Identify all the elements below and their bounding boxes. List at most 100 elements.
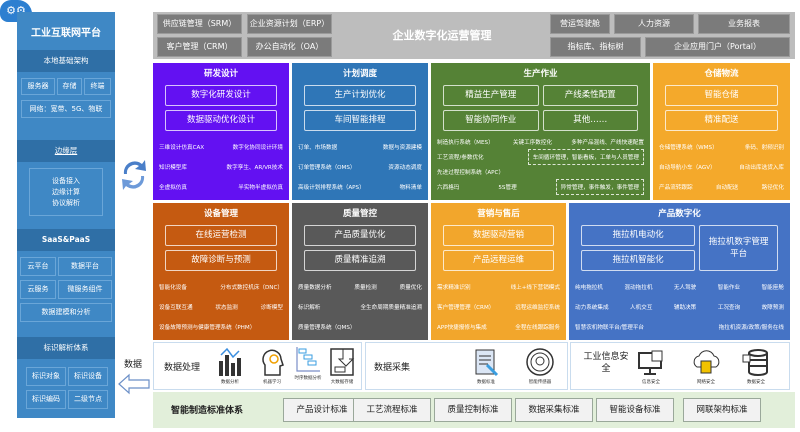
ops-title: 企业数字化运营管理 (392, 29, 492, 42)
item-row: 客户管理管理（CRM）远程运维监控系统 (437, 297, 560, 317)
standard-item: 智能设备标准 (596, 398, 674, 422)
feature-group: 产品质量优化质量精准追溯 (304, 225, 416, 271)
item-text: 多种产品混线、产线快速配置 (571, 139, 644, 146)
item-list: 制造执行系统（MES）关键工序数控化多种产品混线、产线快速配置工艺流程/参数优化… (437, 134, 644, 195)
feature-box: 产品质量优化 (304, 225, 416, 246)
item-row: 产品流转跟踪自动配送路径优化 (659, 177, 784, 197)
item-text: 数字孪生、AR/VR技术 (226, 165, 283, 171)
feature-box: 车间智能排程 (304, 110, 416, 131)
item-text: 制造执行系统（MES） (437, 139, 494, 146)
saas-item: 微服务组件 (58, 280, 112, 299)
item-text: 产品流转跟踪 (659, 185, 693, 191)
standard-item: 质量控制标准 (434, 398, 512, 422)
standards-band: 智能制造标准体系 产品设计标准 工艺流程标准 质量控制标准 数据采集标准 智能设… (153, 392, 795, 428)
item-dashed-box: 异常管理，事件触发，事件管理 (555, 178, 644, 195)
edge-header: 边缘层 (17, 140, 115, 162)
module-warehouse: 仓储物流智能仓储精准配送仓储管理系统（WMS）条码、射频识别自动导航小车（AGV… (653, 63, 790, 200)
edge-box: 设备接入 边缘计算 协议解析 (29, 168, 103, 216)
feature-box: 生产计划优化 (304, 85, 416, 106)
security-label: 工业信息安全 (583, 352, 629, 374)
security-panel: 工业信息安全 信息安全 网络安全 数据安全 (570, 342, 790, 390)
item-text: 三维设计仿真CAX (159, 145, 205, 151)
feature-group: 拖拉机电动化拖拉机智能化拖拉机数字管理平台 (581, 225, 778, 271)
collection-label: 数据采集 (374, 363, 411, 373)
item-text: 线上+线下营销模式 (510, 285, 560, 291)
module-quality: 质量管控产品质量优化质量精准追溯质量数据分析质量检测质量优化标识解析全生命周期质… (292, 203, 428, 340)
ops-item: 客户管理（CRM） (157, 37, 242, 57)
feature-group: 数据驱动营销产品远程运维 (443, 225, 554, 271)
ops-item: 业务报表 (698, 14, 790, 34)
feature-group: 生产计划优化车间智能排程 (304, 85, 416, 131)
item-dashed-box: 车间循环管理，智能看板，工单与人员管理 (527, 148, 644, 165)
ident-item: 标识设备 (68, 367, 108, 386)
item-text: 全生命周期质量精准追溯 (360, 305, 422, 311)
feature-box: 故障诊断与预测 (165, 250, 277, 271)
item-text: 工况查询 (717, 305, 741, 311)
item-text: 人机交互 (630, 305, 653, 311)
item-row: 知识模型库 数字孪生、AR/VR技术 (159, 157, 283, 177)
item-text: 订单、市场数据 (298, 145, 338, 151)
ops-item: 办公自动化（OA） (247, 37, 332, 57)
item-text: 智慧农机物联平台/管理平台 (575, 325, 645, 331)
module-equipment: 设备管理在线运营检测故障诊断与预测智能化设备分布式数控机床（DNC）设备互联互通… (153, 203, 289, 340)
feature-group: 数字化研发设计数据驱动优化设计 (165, 85, 277, 131)
item-text: 知识模型库 (159, 165, 187, 171)
item-text: 高级计划排程系统（APS） (298, 185, 365, 191)
feature-group: 精益生产管理产线柔性配置智能协同作业其他…… (443, 85, 638, 131)
item-text: 路径优化 (761, 185, 784, 191)
item-text: 自动出库选货入库 (739, 165, 784, 171)
item-text: 5S管理 (498, 184, 517, 191)
item-text: 动力系统集成 (575, 305, 609, 311)
ops-item: 供应链管理（SRM） (157, 14, 242, 34)
module-product-digital: 产品数字化拖拉机电动化拖拉机智能化拖拉机数字管理平台纯电拖拉机混动拖拉机无人驾驶… (569, 203, 790, 340)
ops-item: 营运驾驶舱 (550, 14, 610, 34)
data-collection-panel: 数据采集 数据标准 智能传感器 (365, 342, 568, 390)
item-row: APP快捷报修与集成全程在线跟踪服务 (437, 317, 560, 337)
icon-label: 网络安全 (697, 380, 715, 385)
item-list: 订单、市场数据数据与资源建模订单管理系统（OMS）资源动态调度高级计划排程系统（… (298, 137, 422, 197)
module-title: 设备管理 (203, 209, 238, 219)
feature-group: 智能仓储精准配送 (665, 85, 778, 131)
feature-box: 拖拉机数字管理平台 (699, 225, 778, 271)
item-text: 数据与资源建模 (382, 145, 422, 151)
module-title: 质量管控 (342, 209, 377, 219)
module-sales: 营销与售后数据驱动营销产品远程运维需求精准识别线上+线下营销模式客户管理管理（C… (431, 203, 566, 340)
data-security-icon: 数据安全 (736, 347, 776, 385)
item-text: 诊断模型 (260, 305, 283, 311)
item-text: 全程在线跟踪服务 (515, 325, 560, 331)
item-row: 先进过程控制系统（APC） (437, 164, 644, 179)
item-text: 智能化设备 (159, 285, 187, 291)
item-text: 质量数据分析 (298, 285, 332, 291)
ident-header: 标识解析体系 (17, 337, 115, 359)
ident-item: 二级节点 (68, 390, 108, 409)
icon-label: 机器学习 (263, 380, 281, 385)
saas-item: 数据建模和分析 (20, 303, 112, 322)
local-item: 服务器 (21, 78, 55, 95)
module-title: 计划调度 (342, 69, 377, 79)
item-text: 设备互联互通 (159, 305, 193, 311)
data-label: 数据 (124, 360, 143, 370)
saas-item: 数据平台 (58, 257, 112, 276)
feature-box: 在线运营检测 (165, 225, 277, 246)
item-text: 纯电拖拉机 (575, 285, 603, 291)
left-arrow-icon (118, 373, 150, 399)
item-text: 辅助决策 (673, 305, 697, 311)
module-production: 生产作业精益生产管理产线柔性配置智能协同作业其他……制造执行系统（MES）关键工… (431, 63, 650, 200)
item-text: 质量优化 (399, 285, 422, 291)
item-text: 标识解析 (298, 305, 321, 311)
item-list: 仓储管理系统（WMS）条码、射频识别自动导航小车（AGV）自动出库选货入库产品流… (659, 137, 784, 197)
saas-item: 云服务 (20, 280, 56, 299)
item-text: 远程运维监控系统 (515, 305, 560, 311)
ops-item: 人力资源 (614, 14, 694, 34)
item-row: 智能化设备分布式数控机床（DNC） (159, 277, 283, 297)
item-row: 设备互联互通状态监测诊断模型 (159, 297, 283, 317)
item-row: 需求精准识别线上+线下营销模式 (437, 277, 560, 297)
standards-title: 智能制造标准体系 (171, 406, 244, 416)
feature-box: 其他…… (542, 110, 638, 131)
saas-header: SaaS&PaaS (17, 229, 115, 251)
item-row: 智慧农机物联平台/管理平台拖拉机资源/政策/服务在线 (575, 317, 784, 337)
time-series-icon: 时序数据分析 (288, 345, 328, 381)
icon-label: 数据分析 (221, 380, 239, 385)
item-row: 制造执行系统（MES）关键工序数控化多种产品混线、产线快速配置 (437, 134, 644, 149)
